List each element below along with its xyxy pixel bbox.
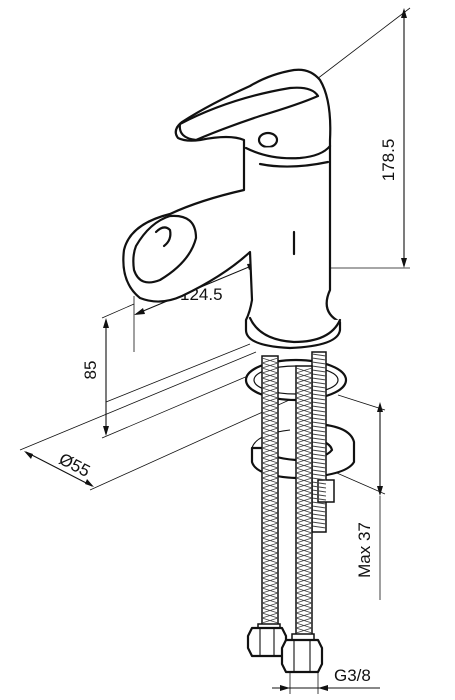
base-diameter-label: Ø55 (56, 449, 93, 481)
base-diameter-dimension: Ø55 (19, 351, 339, 491)
connection-label: G3/8 (334, 666, 371, 685)
height-label: 178.5 (379, 139, 398, 182)
threaded-rod (311, 351, 335, 533)
base-offset-label: 85 (81, 361, 100, 380)
max-thickness-dimension: Max 37 (329, 394, 386, 600)
braided-hose-left (246, 355, 288, 658)
base-offset-dimension: 85 (81, 303, 263, 439)
faucet-body (122, 68, 342, 350)
braided-hose-right (280, 365, 324, 674)
max-thickness-label: Max 37 (355, 522, 374, 578)
height-dimension: 178.5 (299, 7, 411, 269)
